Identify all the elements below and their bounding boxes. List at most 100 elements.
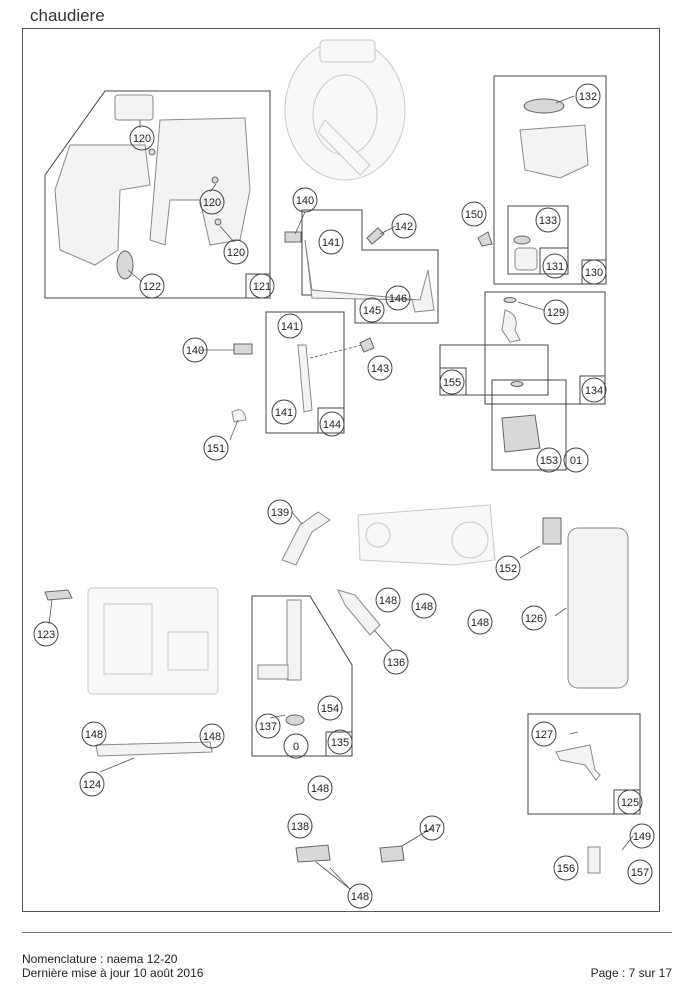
callout-139: 139 bbox=[267, 499, 293, 525]
group-130-outline bbox=[493, 75, 607, 285]
callout-152: 152 bbox=[495, 555, 521, 581]
group-121-outline bbox=[44, 90, 271, 299]
callout-146: 146 bbox=[385, 285, 411, 311]
svg-text:138: 138 bbox=[291, 821, 309, 833]
group-135-outline bbox=[251, 595, 353, 757]
callout-123: 123 bbox=[33, 621, 59, 647]
callout-140a: 140 bbox=[292, 187, 318, 213]
svg-text:141: 141 bbox=[275, 407, 293, 419]
pipe-129 bbox=[501, 309, 521, 343]
callout-148e: 148 bbox=[199, 723, 225, 749]
svg-text:145: 145 bbox=[363, 305, 381, 317]
callout-133: 133 bbox=[535, 207, 561, 233]
group-121-tab bbox=[245, 273, 271, 299]
part-123 bbox=[44, 589, 73, 601]
footer-divider bbox=[22, 932, 672, 933]
svg-text:152: 152 bbox=[499, 563, 517, 575]
callout-122: 122 bbox=[139, 273, 165, 299]
callout-120b: 120 bbox=[199, 189, 225, 215]
callout-145: 145 bbox=[359, 297, 385, 323]
pipe-136 bbox=[337, 589, 381, 636]
callout-141b: 141 bbox=[277, 313, 303, 339]
svg-text:0: 0 bbox=[293, 741, 299, 753]
fitting-150 bbox=[477, 231, 493, 247]
callout-143: 143 bbox=[367, 355, 393, 381]
callout-129: 129 bbox=[543, 299, 569, 325]
heat-exchanger-part bbox=[54, 94, 251, 280]
group-125-outline bbox=[527, 713, 641, 815]
part-156 bbox=[587, 846, 601, 874]
callout-130: 130 bbox=[581, 259, 607, 285]
group-131-tab bbox=[539, 247, 569, 275]
callout-0: 0 bbox=[283, 733, 309, 759]
svg-text:147: 147 bbox=[423, 823, 441, 835]
callout-148a: 148 bbox=[375, 587, 401, 613]
callout-153: 153 bbox=[536, 447, 562, 473]
fitting-142 bbox=[366, 227, 385, 245]
svg-text:156: 156 bbox=[557, 863, 575, 875]
svg-text:150: 150 bbox=[465, 209, 483, 221]
fitting-140b bbox=[233, 343, 253, 355]
callout-127: 127 bbox=[531, 721, 557, 747]
svg-text:141: 141 bbox=[322, 237, 340, 249]
callout-labels: 120 120 120 122 121 140 141 142 145 146 … bbox=[33, 83, 655, 909]
callout-134: 134 bbox=[581, 377, 607, 403]
svg-text:122: 122 bbox=[143, 281, 161, 293]
part-0 bbox=[285, 714, 305, 726]
svg-text:148: 148 bbox=[379, 595, 397, 607]
svg-text:134: 134 bbox=[585, 385, 603, 397]
svg-text:127: 127 bbox=[535, 729, 553, 741]
hydraulic-block-ghost bbox=[357, 504, 496, 566]
svg-text:143: 143 bbox=[371, 363, 389, 375]
svg-text:148: 148 bbox=[203, 731, 221, 743]
callout-120a: 120 bbox=[129, 125, 155, 151]
svg-text:148: 148 bbox=[85, 729, 103, 741]
callout-148c: 148 bbox=[467, 609, 493, 635]
callout-132: 132 bbox=[575, 83, 601, 109]
fan-assembly-ghost bbox=[284, 39, 406, 181]
pipe-127 bbox=[555, 744, 601, 781]
svg-text:148: 148 bbox=[311, 783, 329, 795]
callout-136: 136 bbox=[383, 649, 409, 675]
group-134-tab bbox=[579, 375, 606, 405]
callout-124: 124 bbox=[79, 771, 105, 797]
svg-text:123: 123 bbox=[37, 629, 55, 641]
callout-140b: 140 bbox=[182, 337, 208, 363]
group-153-outline bbox=[491, 379, 567, 471]
callout-131: 131 bbox=[542, 253, 568, 279]
svg-text:136: 136 bbox=[387, 657, 405, 669]
pipe-141 bbox=[297, 344, 313, 413]
svg-text:157: 157 bbox=[631, 867, 649, 879]
svg-text:148: 148 bbox=[471, 617, 489, 629]
callout-142: 142 bbox=[391, 213, 417, 239]
svg-text:140: 140 bbox=[186, 345, 204, 357]
callout-125: 125 bbox=[617, 789, 643, 815]
svg-text:140: 140 bbox=[296, 195, 314, 207]
callout-148f: 148 bbox=[307, 775, 333, 801]
callout-148b: 148 bbox=[411, 593, 437, 619]
callout-149: 149 bbox=[629, 823, 655, 849]
svg-text:133: 133 bbox=[539, 215, 557, 227]
svg-text:131: 131 bbox=[546, 261, 564, 273]
svg-text:155: 155 bbox=[443, 377, 461, 389]
leader-lines bbox=[48, 95, 634, 890]
svg-text:124: 124 bbox=[83, 779, 101, 791]
callout-141c: 141 bbox=[271, 399, 297, 425]
callout-148d: 148 bbox=[81, 721, 107, 747]
group-144-outline bbox=[265, 311, 345, 434]
footer-nomenclature: Nomenclature : naema 12-20 bbox=[22, 952, 178, 966]
callout-151: 151 bbox=[203, 435, 229, 461]
svg-text:142: 142 bbox=[395, 221, 413, 233]
svg-text:120: 120 bbox=[227, 247, 245, 259]
svg-text:154: 154 bbox=[321, 703, 339, 715]
svg-text:132: 132 bbox=[579, 91, 597, 103]
part-147 bbox=[379, 845, 405, 863]
control-board-ghost bbox=[87, 587, 219, 695]
svg-text:126: 126 bbox=[525, 613, 543, 625]
svg-text:144: 144 bbox=[323, 419, 341, 431]
svg-text:120: 120 bbox=[203, 197, 221, 209]
gas-pipe-part bbox=[304, 239, 435, 313]
callout-147: 147 bbox=[419, 815, 445, 841]
callout-144: 144 bbox=[319, 411, 345, 437]
